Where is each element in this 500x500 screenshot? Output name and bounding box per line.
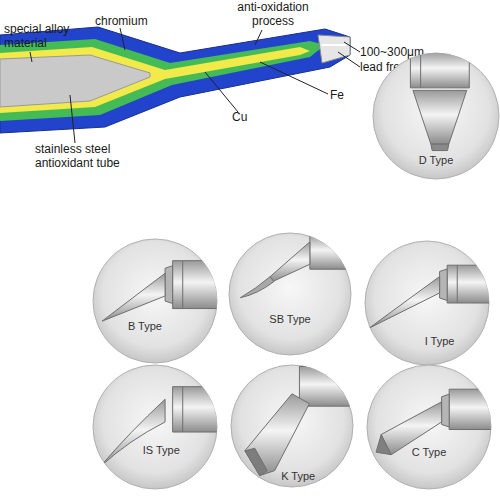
tip-part [447,265,490,303]
tip-part [245,448,267,475]
chromium-layer [0,39,325,121]
part-label: chromium [95,14,165,28]
part-label: stainless steel antioxidant tube [35,142,135,170]
tip-illustration [410,52,469,151]
layer-stack [0,27,350,133]
leader-line [205,72,238,112]
tip-part [245,394,309,476]
tip-part [310,234,352,269]
circle-background [231,365,353,487]
tip-illustration [100,387,218,468]
lead-free-tip [318,35,350,63]
tip-part [457,265,458,303]
tip-part [270,242,310,282]
tip-illustration [369,265,490,328]
circle-outline [230,364,354,488]
tip-part [410,52,469,88]
leader-line [70,95,75,143]
tip-type-label: K Type [281,470,315,482]
tip-type-circle: IS Type [92,364,218,490]
tip-part [413,90,467,144]
leader-line [344,42,360,52]
tip-part [299,366,354,406]
leader-line [30,52,32,62]
tip-part [376,435,391,455]
tip-part [240,277,273,298]
tip-illustration [102,261,218,321]
tip-part [440,269,448,301]
tip-part [442,394,450,427]
copper-core [0,55,150,107]
leader-line [338,52,360,67]
circle-background [93,239,217,363]
tip-type-circle: D Type [372,52,500,180]
tip-type-label: SB Type [269,313,310,325]
tip-type-circle: B Type [92,238,218,364]
tip-type-circle: C Type [366,364,492,490]
outer-coating [0,27,350,133]
circle-outline [92,364,218,490]
tip-part [369,277,440,329]
tip-part [100,399,166,467]
tip-type-label: C Type [412,446,447,458]
leader-line [260,62,328,94]
tip-type-label: IS Type [143,444,180,456]
circle-outline [92,238,218,364]
tip-part [165,266,173,304]
tip-illustration [245,366,354,475]
circle-outline [228,232,352,356]
iron-layer [0,47,310,113]
circle-background [93,365,217,489]
tip-type-label: B Type [128,320,162,332]
tip-part [173,261,218,309]
circle-background [365,241,489,365]
tip-part [102,273,165,321]
part-label: special alloy material [4,22,82,50]
leader-line [255,30,262,45]
tip-type-circle: K Type [230,364,354,488]
tip-part [182,387,183,432]
circle-background [229,233,351,355]
tip-type-circle: SB Type [228,232,352,356]
tip-part [173,387,218,432]
leader-lines [30,28,360,143]
tip-highlight [322,44,346,46]
tip-type-circle: I Type [364,240,490,366]
leader-line [120,28,125,50]
tip-part [182,261,183,309]
part-label: Fe [330,88,370,102]
tip-type-label: I Type [425,335,455,347]
part-label: Cu [232,110,272,124]
tip-part [420,52,421,88]
tip-part [449,389,492,429]
tip-type-label: D Type [419,154,454,166]
circle-outline [364,240,490,366]
part-label: anti-oxidation process [228,0,318,28]
circle-background [367,365,491,489]
circle-outline [366,364,492,490]
tip-illustration [240,234,352,297]
circle-background [373,53,499,179]
tip-illustration [376,389,492,455]
tip-part [431,144,449,150]
